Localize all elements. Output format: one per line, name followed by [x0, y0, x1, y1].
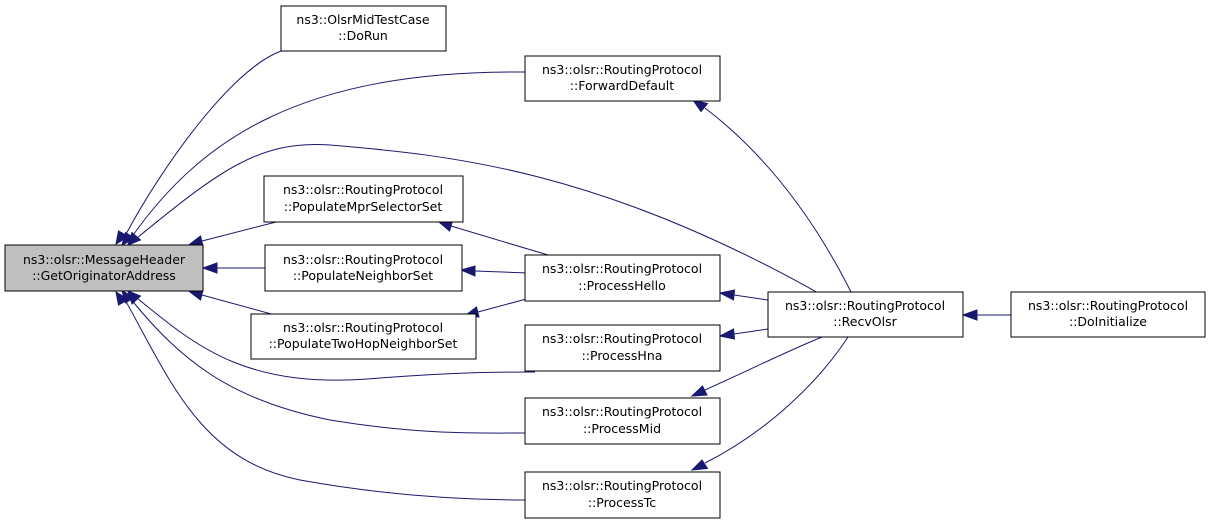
edge-processmid-recvolsr	[690, 336, 823, 397]
node-get-originator-address[interactable]: ns3::olsr::MessageHeader ::GetOriginator…	[4, 244, 204, 292]
node-label-line1: ns3::OlsrMidTestCase	[296, 12, 429, 27]
node-label-line1: ns3::olsr::RoutingProtocol	[542, 261, 702, 276]
node-label-line1: ns3::olsr::RoutingProtocol	[542, 478, 702, 493]
node-box	[524, 324, 721, 372]
node-label-line2: ::ProcessHna	[582, 348, 663, 363]
edge-processhello-recvolsr	[718, 289, 769, 301]
edge-recvolsr-doinitialize	[961, 309, 1011, 321]
node-label-line2: ::PopulateMprSelectorSet	[284, 199, 443, 214]
node-box	[524, 471, 721, 519]
node-label-line1: ns3::olsr::MessageHeader	[23, 252, 186, 267]
node-box	[4, 244, 204, 292]
edge-getoriginatoraddress-populatemprselectorset	[188, 220, 281, 247]
node-label-line1: ns3::olsr::RoutingProtocol	[542, 62, 702, 77]
node-label-line2: ::GetOriginatorAddress	[32, 268, 176, 283]
node-process-hello[interactable]: ns3::olsr::RoutingProtocol ::ProcessHell…	[524, 254, 721, 302]
node-box	[524, 55, 721, 102]
node-olsr-mid-test-case-do-run[interactable]: ns3::OlsrMidTestCase ::DoRun	[280, 5, 447, 52]
node-box	[250, 313, 477, 360]
node-label-line2: ::RecvOlsr	[833, 314, 897, 329]
node-process-hna[interactable]: ns3::olsr::RoutingProtocol ::ProcessHna	[524, 324, 721, 372]
node-label-line2: ::ProcessTc	[588, 495, 656, 510]
node-label-line2: ::ProcessMid	[583, 421, 661, 436]
node-populate-two-hop-neighbor-set[interactable]: ns3::olsr::RoutingProtocol ::PopulateTwo…	[250, 313, 477, 360]
node-box	[1010, 291, 1206, 338]
node-label-line2: ::PopulateNeighborSet	[293, 268, 433, 283]
node-box	[767, 291, 964, 338]
node-label-line2: ::DoRun	[338, 28, 388, 43]
node-label-line1: ns3::olsr::RoutingProtocol	[542, 331, 702, 346]
node-label-line2: ::ForwardDefault	[570, 78, 674, 93]
edge-processhna-recvolsr	[718, 328, 769, 340]
node-box	[264, 244, 463, 292]
node-populate-mpr-selector-set[interactable]: ns3::olsr::RoutingProtocol ::PopulateMpr…	[263, 175, 464, 223]
node-label-line2: ::ProcessHello	[578, 278, 666, 293]
edge-populateneighborset-processhello	[459, 265, 528, 277]
node-populate-neighbor-set[interactable]: ns3::olsr::RoutingProtocol ::PopulateNei…	[264, 244, 463, 292]
edge-getoriginatoraddress-populateneighborset	[201, 262, 265, 274]
edge-getoriginatoraddress-populatetwohopneighborset	[188, 289, 276, 316]
edge-getoriginatoraddress-recvolsr	[127, 143, 821, 295]
node-process-mid[interactable]: ns3::olsr::RoutingProtocol ::ProcessMid	[524, 397, 721, 445]
edge-processtc-recvolsr	[690, 336, 849, 471]
node-box	[280, 5, 447, 52]
node-box	[524, 397, 721, 445]
node-label-line1: ns3::olsr::RoutingProtocol	[785, 298, 945, 313]
node-label-line2: ::PopulateTwoHopNeighborSet	[269, 336, 458, 351]
edge-getoriginatoraddress-forwarddefault	[121, 71, 526, 246]
edge-getoriginatoraddress-olsrmidtestcase-dorun	[115, 50, 282, 246]
node-box	[524, 254, 721, 302]
node-process-tc[interactable]: ns3::olsr::RoutingProtocol ::ProcessTc	[524, 471, 721, 519]
node-label-line1: ns3::olsr::RoutingProtocol	[283, 320, 443, 335]
node-label-line1: ns3::olsr::RoutingProtocol	[1028, 298, 1188, 313]
node-label-line1: ns3::olsr::RoutingProtocol	[542, 404, 702, 419]
node-forward-default[interactable]: ns3::olsr::RoutingProtocol ::ForwardDefa…	[524, 55, 721, 102]
node-label-line1: ns3::olsr::RoutingProtocol	[283, 182, 443, 197]
edge-forwarddefault-recvolsr	[691, 99, 853, 295]
edge-getoriginatoraddress-processmid	[121, 290, 526, 434]
node-do-initialize[interactable]: ns3::olsr::RoutingProtocol ::DoInitializ…	[1010, 291, 1206, 338]
edge-getoriginatoraddress-processtc	[115, 290, 526, 501]
node-box	[263, 175, 464, 223]
node-recv-olsr[interactable]: ns3::olsr::RoutingProtocol ::RecvOlsr	[767, 291, 964, 338]
node-label-line1: ns3::olsr::RoutingProtocol	[283, 252, 443, 267]
node-label-line2: ::DoInitialize	[1069, 314, 1147, 329]
